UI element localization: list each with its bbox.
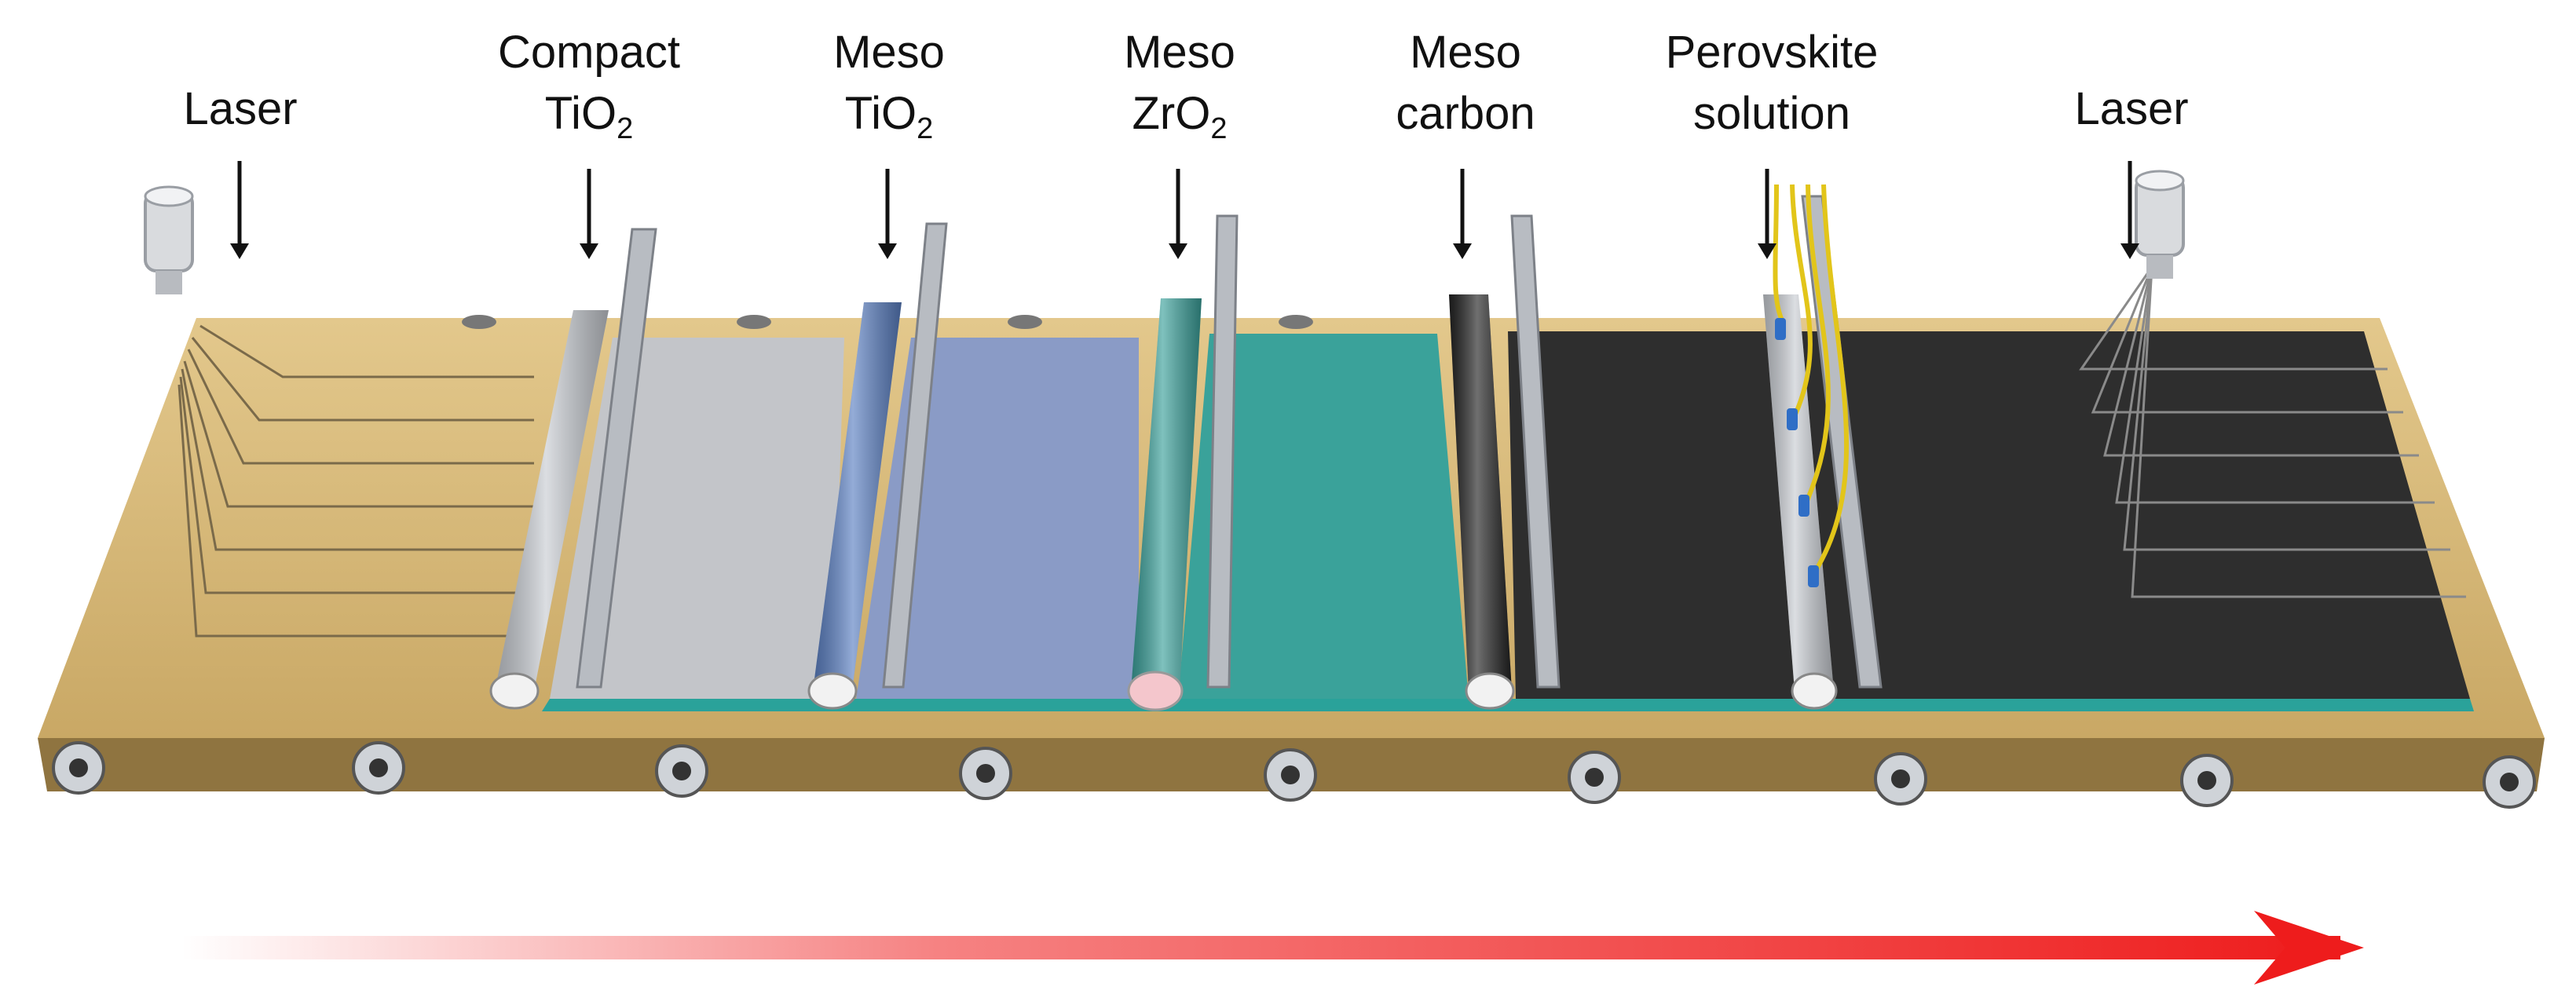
laser-head-icon-right [2135, 170, 2185, 279]
formula-base: TiO [844, 88, 917, 139]
meso-carbon-layer [1508, 331, 2470, 699]
label-meso-tio2: Meso TiO2 [833, 22, 945, 144]
label-laser-left: Laser [183, 79, 297, 140]
label-meso-carbon: Meso carbon [1396, 22, 1535, 144]
label-meso-zro2: Meso ZrO2 [1124, 22, 1235, 144]
label-meso-carbon-line1: Meso [1410, 27, 1521, 78]
meso-zro2-layer [1178, 334, 1469, 699]
solution-wires [1773, 184, 1850, 575]
label-compact-tio2-line2: TiO2 [498, 83, 680, 144]
roller-icon-compact [489, 310, 609, 710]
label-arrows [230, 161, 2139, 259]
label-meso-tio2-line2: TiO2 [833, 83, 945, 144]
roller-icon-carbon [1449, 294, 1515, 710]
roller-icon-meso-tio2 [807, 302, 902, 710]
label-meso-zro2-line1: Meso [1124, 27, 1235, 78]
label-compact-tio2-line1: Compact [497, 27, 681, 78]
direction-arrow-icon [181, 911, 2364, 985]
laser-head-icon-left [144, 185, 194, 294]
label-meso-tio2-line1: Meso [833, 27, 945, 78]
label-meso-carbon-line2: carbon [1396, 88, 1535, 139]
doctor-blade-icon-meso-tio2 [882, 222, 948, 689]
label-laser-left-line1: Laser [183, 83, 298, 134]
formula-base: ZrO [1132, 88, 1211, 139]
label-laser-right-line1: Laser [2074, 83, 2189, 134]
formula-subscript: 2 [917, 112, 934, 145]
label-laser-right: Laser [2074, 79, 2188, 140]
formula-base: TiO [544, 88, 617, 139]
label-compact-tio2: Compact TiO2 [498, 22, 680, 144]
label-perovskite-solution-line1: Perovskite [1665, 27, 1879, 78]
doctor-blade-icon-compact [576, 228, 657, 689]
formula-subscript: 2 [617, 112, 634, 145]
doctor-blade-icon-carbon [1510, 214, 1561, 689]
roller-icon-meso-zro2 [1127, 298, 1202, 711]
formula-subscript: 2 [1210, 112, 1228, 145]
label-meso-zro2-line2: ZrO2 [1124, 83, 1235, 144]
substrate-edge [542, 699, 2474, 711]
nozzle-icon-group [1775, 318, 1819, 587]
label-perovskite-solution: Perovskite solution [1666, 22, 1879, 144]
belt-roller-icons [52, 741, 2536, 809]
belt-pegs [462, 315, 1313, 329]
laser-lines-left [177, 324, 534, 638]
doctor-blade-icon-meso-zro2 [1206, 214, 1239, 689]
laser-lines-right [2079, 266, 2466, 598]
roller-icon-perovskite [1763, 294, 1838, 710]
label-perovskite-solution-line2: solution [1693, 88, 1850, 139]
